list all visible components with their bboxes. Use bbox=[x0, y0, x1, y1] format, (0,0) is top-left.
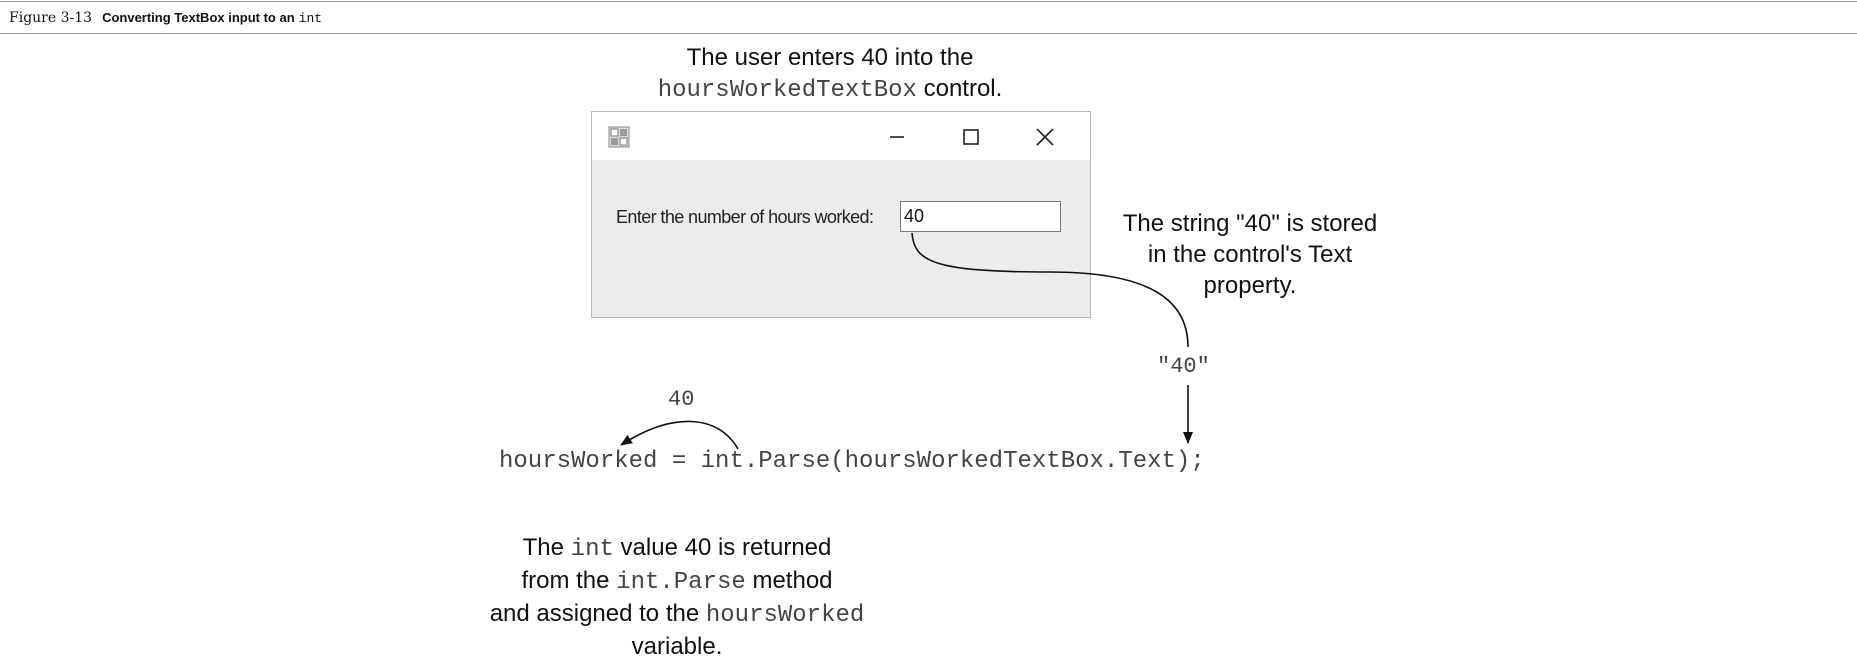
bottom-callout-line1: The int value 40 is returned bbox=[455, 532, 899, 565]
caption-top-rule bbox=[0, 1, 1857, 2]
top-callout-line2: hoursWorkedTextBox control. bbox=[600, 73, 1060, 106]
bottom-callout: The int value 40 is returned from the in… bbox=[455, 532, 899, 662]
top-callout: The user enters 40 into the hoursWorkedT… bbox=[600, 42, 1060, 106]
close-button[interactable] bbox=[1030, 122, 1060, 152]
right-callout: The string "40" is stored in the control… bbox=[1090, 208, 1410, 301]
right-callout-line2: in the control's Text bbox=[1147, 241, 1353, 268]
maximize-button[interactable] bbox=[956, 122, 986, 152]
figure-number: Figure 3-13 bbox=[9, 10, 93, 26]
bottom-callout-l2-code: int.Parse bbox=[616, 569, 746, 596]
figure-title: Converting TextBox input to an bbox=[102, 10, 295, 25]
hours-worked-label: Enter the number of hours worked: bbox=[616, 207, 874, 227]
bottom-callout-line2: from the int.Parse method bbox=[455, 565, 899, 598]
bottom-callout-l1-post: value 40 is returned bbox=[613, 534, 832, 561]
bottom-callout-l2-post: method bbox=[745, 567, 833, 594]
bottom-callout-l2-pre: from the bbox=[521, 567, 617, 594]
caption-bottom-rule bbox=[0, 33, 1857, 34]
top-callout-suffix: control. bbox=[916, 75, 1003, 102]
bottom-callout-line4: variable. bbox=[631, 633, 723, 660]
top-callout-line1: The user enters 40 into the bbox=[686, 44, 974, 71]
minimize-button[interactable] bbox=[882, 122, 912, 152]
int-value-label: 40 bbox=[668, 387, 695, 412]
bottom-callout-l3-code: hoursWorked bbox=[705, 602, 865, 629]
maximize-icon bbox=[956, 129, 986, 156]
string-value-label: "40" bbox=[1157, 354, 1210, 379]
close-icon bbox=[1030, 128, 1060, 156]
top-callout-code: hoursWorkedTextBox bbox=[657, 77, 917, 104]
title-bar bbox=[592, 112, 1090, 160]
bottom-callout-l3-pre: and assigned to the bbox=[489, 600, 706, 627]
app-window: Enter the number of hours worked: 40 bbox=[591, 111, 1091, 318]
right-callout-line1: The string "40" is stored bbox=[1122, 210, 1378, 237]
figure-title-code: int bbox=[298, 11, 323, 26]
bottom-callout-l1-code: int bbox=[570, 536, 614, 563]
bottom-callout-l1-pre: The bbox=[522, 534, 571, 561]
int-parse-return-arrow bbox=[620, 420, 739, 450]
hours-worked-textbox[interactable]: 40 bbox=[900, 201, 1061, 232]
code-statement: hoursWorked = int.Parse(hoursWorkedTextB… bbox=[499, 448, 1205, 475]
bottom-callout-line3: and assigned to the hoursWorked bbox=[455, 598, 899, 631]
right-callout-line3: property. bbox=[1203, 272, 1297, 299]
form-icon bbox=[608, 126, 630, 148]
minimize-icon bbox=[882, 136, 912, 156]
textbox-to-string-connector bbox=[911, 232, 1189, 348]
figure-caption: Figure 3-13 Converting TextBox input to a… bbox=[9, 9, 322, 28]
